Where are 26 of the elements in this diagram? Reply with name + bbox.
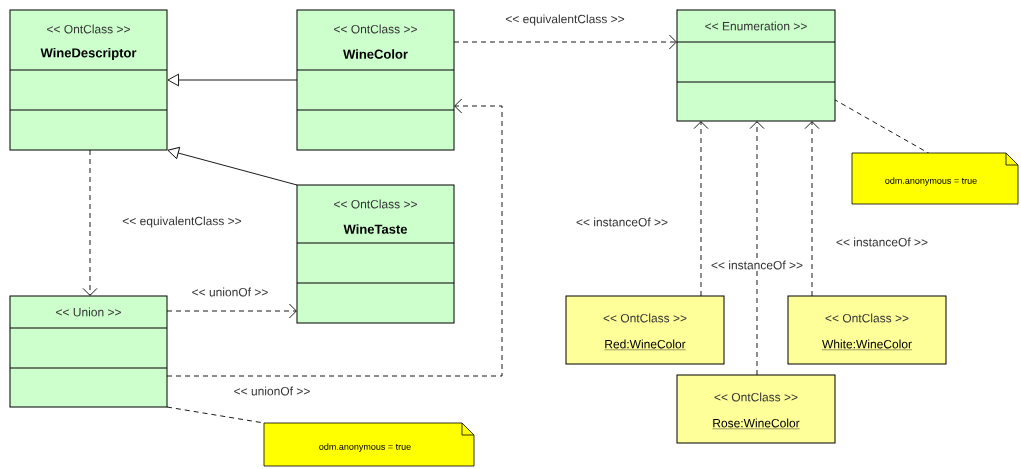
- class-box: << Enumeration >>: [676, 9, 836, 122]
- edge-label: << instanceOf >>: [709, 259, 805, 271]
- arrow: [453, 34, 677, 50]
- arrow: [167, 73, 298, 87]
- class-box: << OntClass >> WineDescriptor: [9, 9, 168, 151]
- instance-box: << OntClass >> White:WineColor: [787, 295, 947, 365]
- arrow: [82, 149, 98, 296]
- edge-label: << instanceOf >>: [574, 216, 670, 228]
- instance-box: << OntClass >> Red:WineColor: [565, 295, 725, 365]
- note-box: odm.anonymous = true: [851, 152, 1019, 205]
- arrow: [166, 98, 503, 377]
- class-box: << OntClass >> WineColor: [296, 9, 455, 151]
- arrow: [167, 146, 298, 186]
- class-box: << OntClass >> WineTaste: [296, 184, 455, 324]
- note-box: odm.anonymous = true: [263, 422, 475, 467]
- arrow: [804, 121, 820, 297]
- edge-label: << equivalentClass >>: [121, 215, 243, 229]
- edge-label: << unionOf >>: [190, 286, 270, 298]
- edge-label: << instanceOf >>: [835, 236, 930, 248]
- class-box: << Union >>: [9, 295, 168, 408]
- arrow: [166, 303, 297, 319]
- instance-box: << OntClass >> Rose:WineColor: [676, 374, 836, 444]
- edge-label: << equivalentClass >>: [504, 13, 626, 27]
- arrow: [693, 121, 709, 297]
- arrow: [749, 121, 765, 376]
- edge-label: << unionOf >>: [232, 385, 312, 397]
